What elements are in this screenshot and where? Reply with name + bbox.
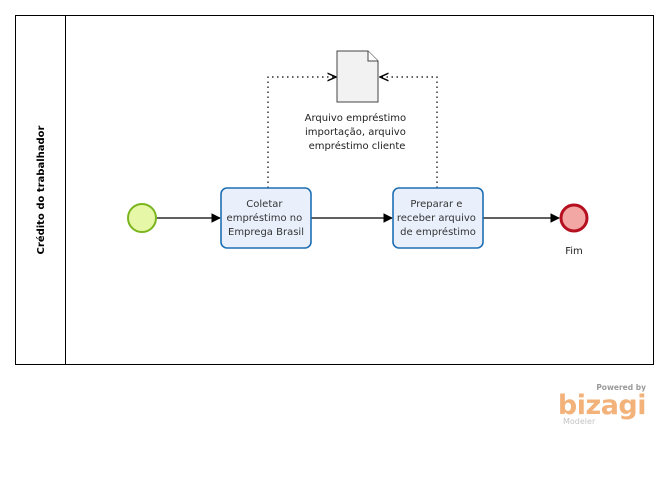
lane-label: Crédito do trabalhador xyxy=(35,125,47,254)
end-event-circle xyxy=(559,203,589,233)
start-event[interactable] xyxy=(127,203,157,233)
document-icon xyxy=(336,50,379,103)
data-object-label: Arquivo empréstimo importação, arquivo e… xyxy=(305,112,410,152)
association-task2-to-data[interactable] xyxy=(380,77,438,188)
pool[interactable]: Crédito do trabalhador xyxy=(15,15,654,365)
association-task1-to-data[interactable] xyxy=(267,77,336,188)
end-event[interactable]: Fim xyxy=(559,203,589,257)
bizagi-logo: bizagi xyxy=(558,390,646,421)
task-label: Coletar empréstimo no Emprega Brasil xyxy=(227,199,306,238)
task-box xyxy=(220,187,312,249)
modeler-text: Modeler xyxy=(563,417,596,426)
pool-border xyxy=(15,15,654,365)
task-prepare-receive-file[interactable]: Preparar e receber arquivo de empréstimo xyxy=(392,187,484,249)
task-label: Preparar e receber arquivo de empréstimo xyxy=(397,199,479,238)
bizagi-branding: Powered by bizagi Modeler xyxy=(558,383,647,426)
task-collect-loan[interactable]: Coletar empréstimo no Emprega Brasil xyxy=(220,187,312,249)
powered-by-text: Powered by xyxy=(596,383,646,392)
end-event-label: Fim xyxy=(565,246,583,257)
data-object[interactable]: Arquivo empréstimo importação, arquivo e… xyxy=(305,50,410,152)
task-box xyxy=(392,187,484,249)
